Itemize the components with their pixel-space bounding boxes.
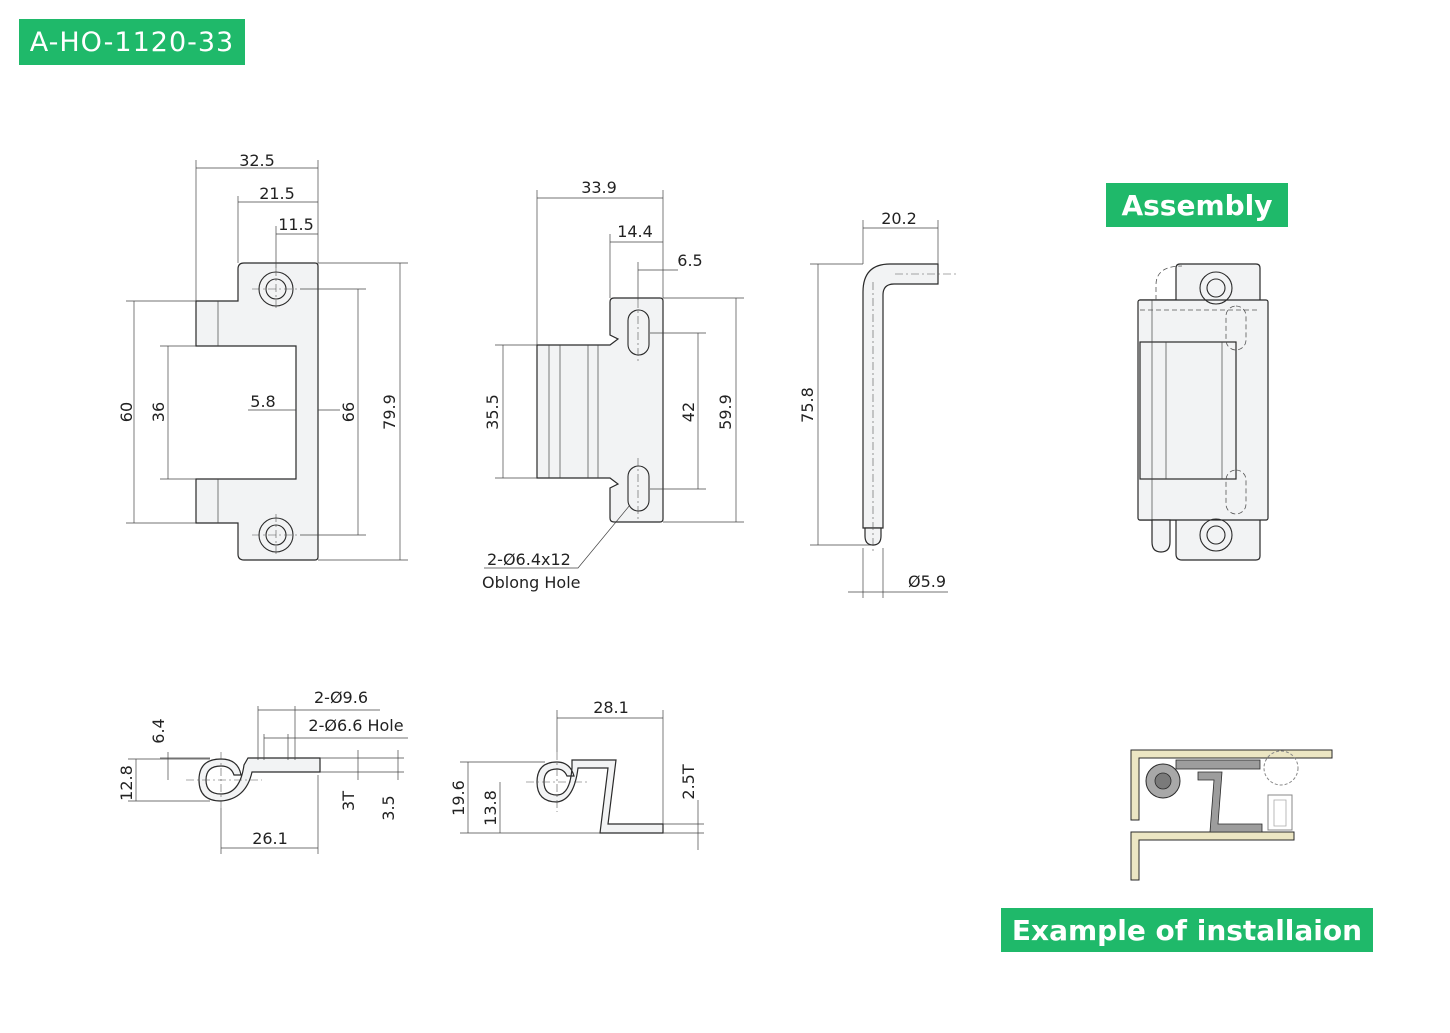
dim-12-8: 12.8 — [117, 765, 136, 801]
hole — [1199, 518, 1233, 552]
dim-28-1: 28.1 — [593, 698, 629, 717]
dim-2-dia-9-6: 2-Ø9.6 — [314, 688, 368, 707]
dim-6-5: 6.5 — [677, 251, 702, 270]
hole — [1154, 772, 1172, 790]
assembly-view — [1137, 263, 1269, 561]
assembly-knuckle — [1139, 341, 1237, 480]
dim-3-5: 3.5 — [379, 795, 398, 820]
oblong-hole-note-1: 2-Ø6.4x12 — [487, 550, 571, 569]
side-view: 33.9 14.4 6.5 35.5 42 59.9 2-Ø6.4x12 Obl… — [482, 178, 744, 592]
oblong-hole-leader — [484, 504, 631, 569]
dim-3t: 3T — [339, 791, 358, 811]
bottom-mid-view: 28.1 19.6 13.8 2.5T — [449, 698, 704, 850]
installation-example — [1130, 749, 1333, 881]
door-frame — [1130, 749, 1333, 821]
hole — [1206, 525, 1226, 545]
side-leaf-outline — [536, 297, 664, 523]
dim-42: 42 — [679, 402, 698, 422]
dim-5-8: 5.8 — [250, 392, 275, 411]
dim-13-8: 13.8 — [481, 790, 500, 826]
dim-66: 66 — [339, 402, 358, 422]
dim-6-4: 6.4 — [149, 718, 168, 743]
hidden-line — [1225, 469, 1247, 515]
dim-36: 36 — [149, 402, 168, 422]
hidden-line — [1225, 305, 1247, 351]
assembly-label: Assembly — [1106, 183, 1288, 227]
oblong-hole-bottom — [627, 465, 650, 512]
dim-33-9: 33.9 — [581, 178, 617, 197]
dim-2-5t: 2.5T — [679, 764, 698, 799]
part-code-badge: A-HO-1120-33 — [19, 19, 245, 65]
dim-20-2: 20.2 — [881, 209, 917, 228]
seal-inner — [1273, 799, 1287, 827]
hole — [1206, 278, 1226, 298]
dim-14-4: 14.4 — [617, 222, 653, 241]
curl-profile-left — [198, 757, 321, 802]
dim-75-8: 75.8 — [798, 387, 817, 423]
dim-11-5: 11.5 — [278, 215, 314, 234]
bottom-left-view: 2-Ø9.6 2-Ø6.6 Hole 6.4 12.8 26.1 3T 3.5 — [117, 688, 408, 854]
assembly-label-text: Assembly — [1121, 188, 1273, 222]
dim-35-5: 35.5 — [483, 394, 502, 430]
part-code-text: A-HO-1120-33 — [29, 26, 235, 58]
oblong-hole-note-2: Oblong Hole — [482, 573, 580, 592]
pin-outline — [862, 263, 939, 529]
dim-26-1: 26.1 — [252, 829, 288, 848]
installation-example-label-text: Example of installaion — [1011, 913, 1363, 947]
dim-59-9: 59.9 — [716, 394, 735, 430]
dim-19-6: 19.6 — [449, 780, 468, 816]
hole — [1199, 271, 1233, 305]
dim-dia-5-9: Ø5.9 — [908, 572, 946, 591]
dim-60: 60 — [117, 402, 136, 422]
dim-2-dia-6-6-hole: 2-Ø6.6 Hole — [308, 716, 403, 735]
front-leaf-outline — [195, 262, 319, 561]
installed-leaf-bottom — [1197, 771, 1263, 833]
dim-21-5: 21.5 — [259, 184, 295, 203]
seal-gasket — [1263, 750, 1299, 786]
pin-view: 20.2 75.8 Ø5.9 — [798, 209, 956, 598]
installation-example-label: Example of installaion — [1001, 908, 1373, 952]
z-profile — [536, 759, 664, 834]
dim-32-5: 32.5 — [239, 151, 275, 170]
front-view: 32.5 21.5 11.5 60 36 5.8 66 79.9 — [117, 151, 408, 561]
cabinet-frame — [1130, 831, 1295, 881]
oblong-hole-top — [627, 309, 650, 356]
dim-79-9: 79.9 — [380, 394, 399, 430]
assembly-pin-tip — [1151, 519, 1171, 553]
installed-leaf-top — [1175, 759, 1261, 770]
